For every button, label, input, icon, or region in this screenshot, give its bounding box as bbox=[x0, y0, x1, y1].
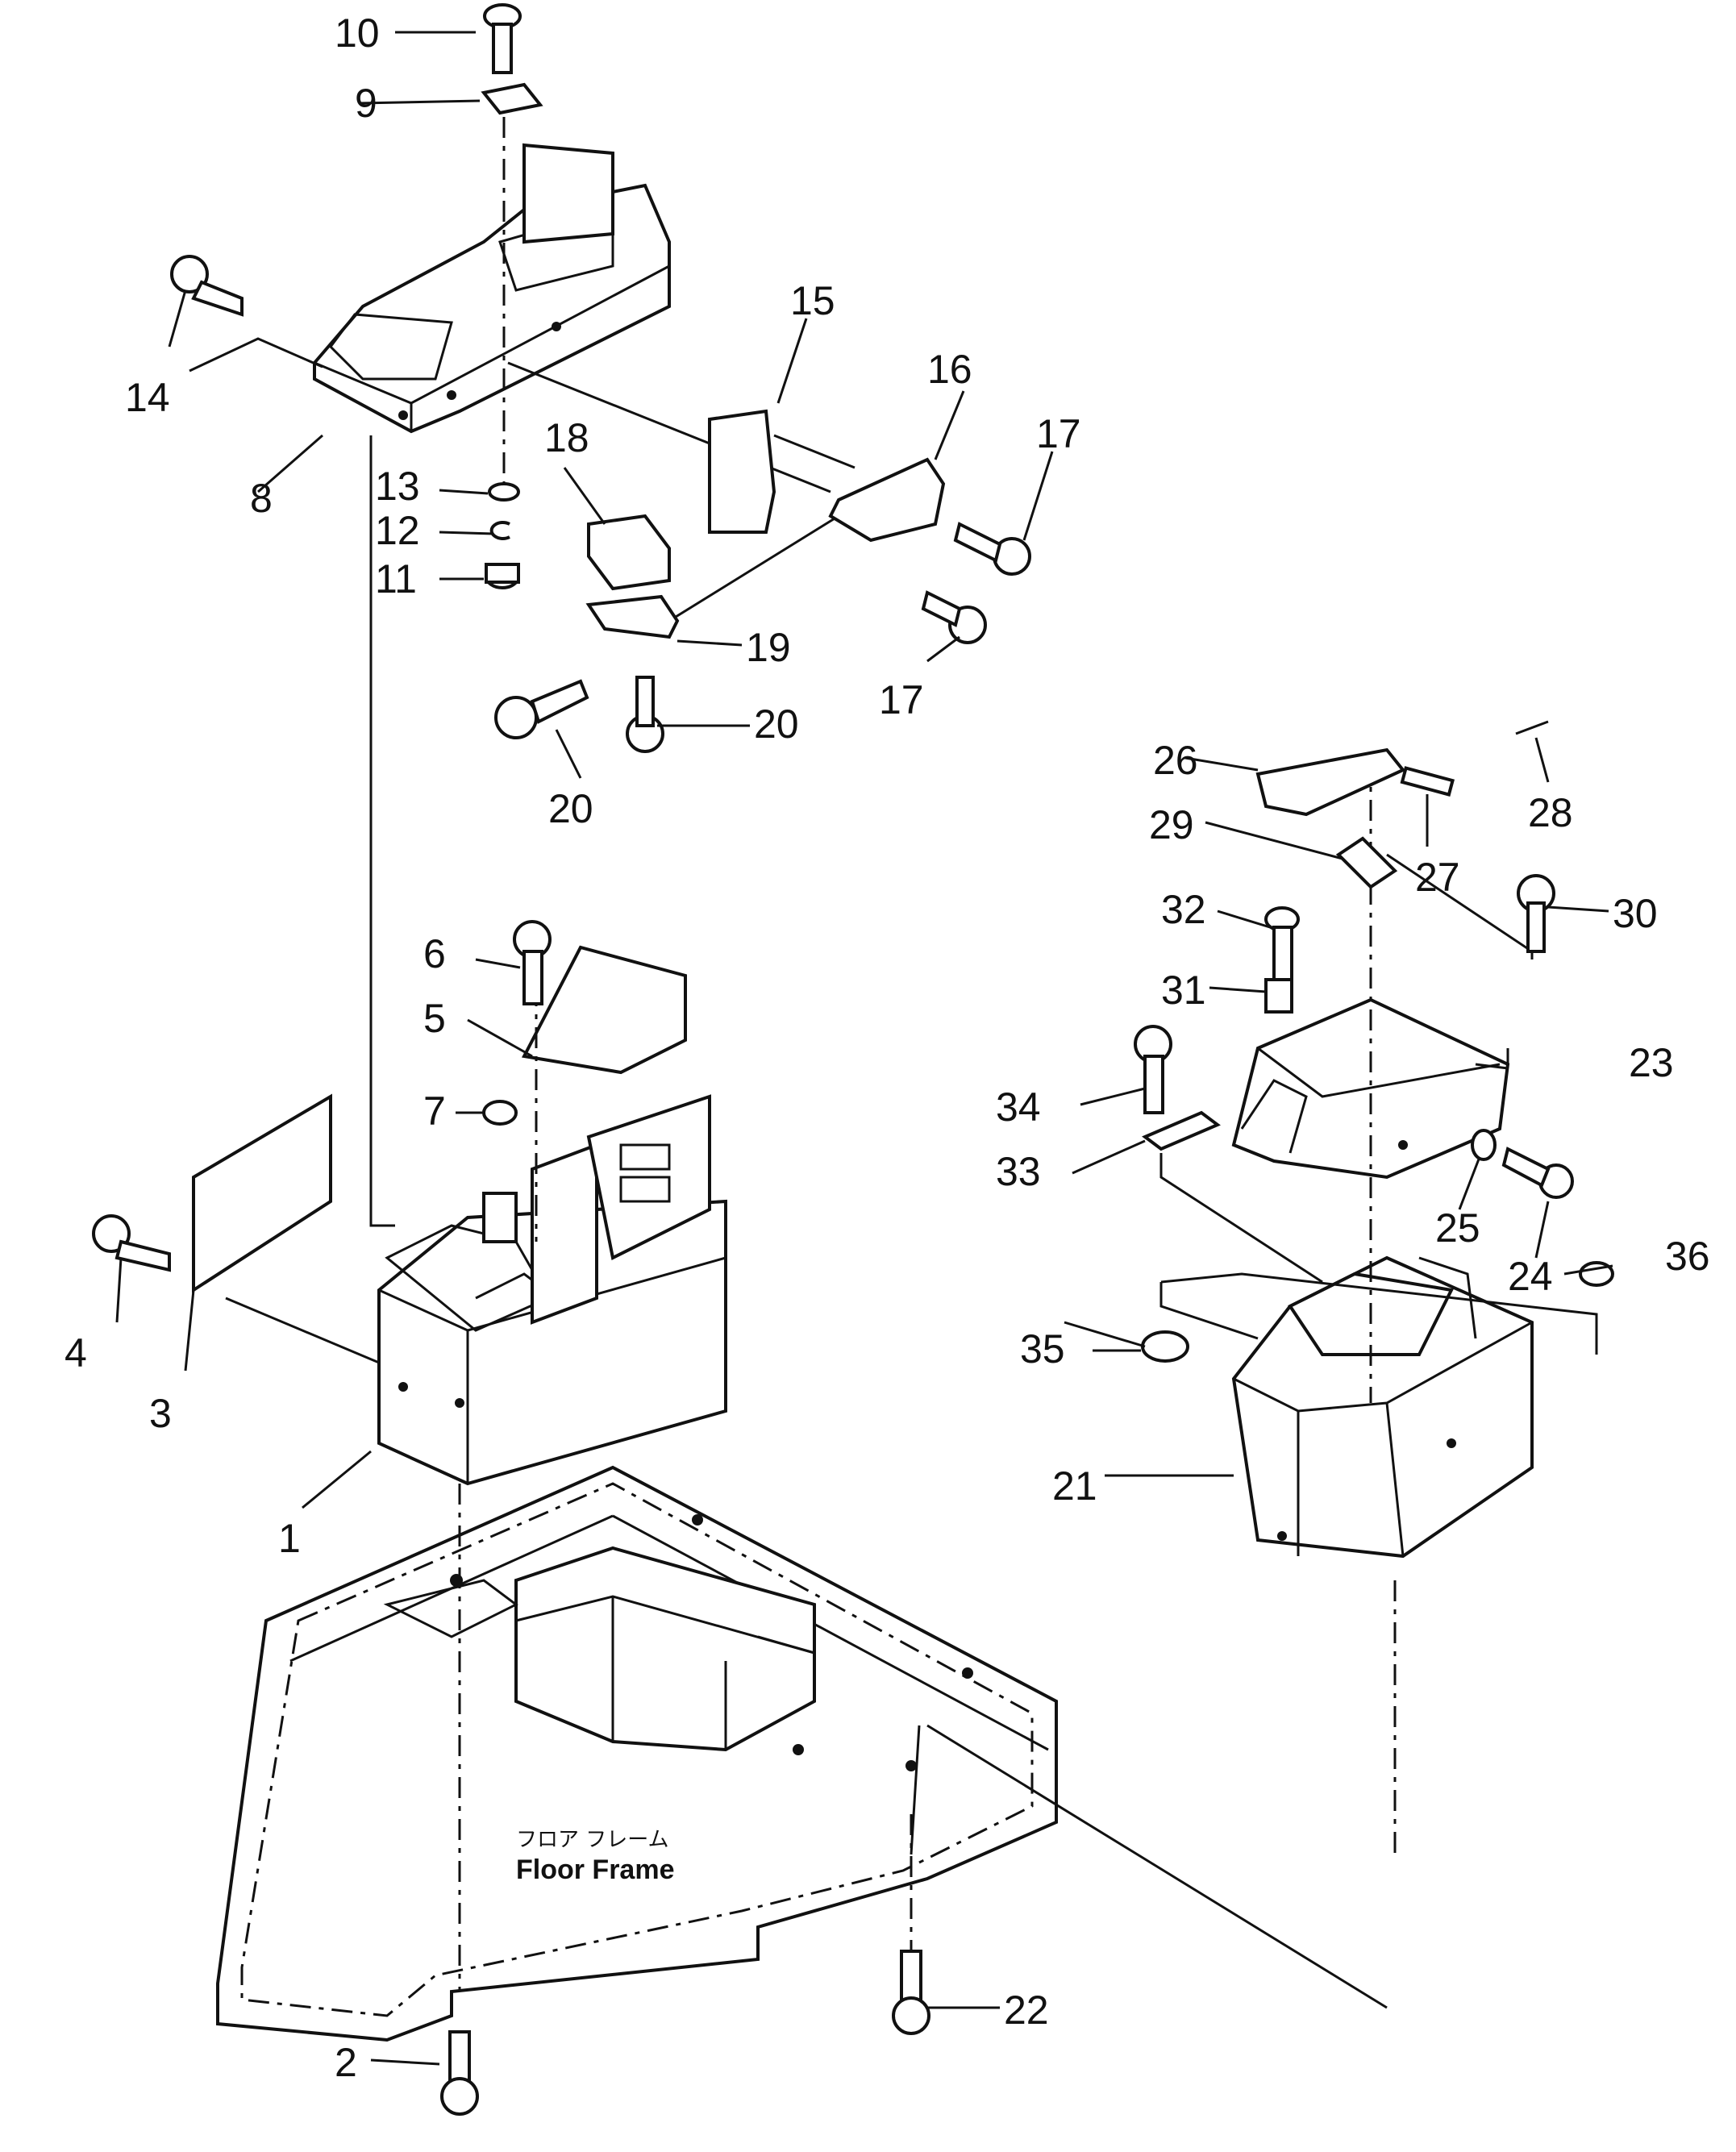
part-29-bracket bbox=[1335, 836, 1398, 889]
part-28-cotter-pin bbox=[1515, 720, 1549, 735]
part-4-bolt bbox=[92, 1214, 171, 1272]
part-17-bolt-lower bbox=[921, 590, 987, 644]
callout-29: 29 bbox=[1149, 802, 1194, 847]
callout-28: 28 bbox=[1528, 790, 1573, 835]
callout-4: 4 bbox=[65, 1330, 87, 1376]
part-30-bolt bbox=[1517, 874, 1555, 953]
callout-32: 32 bbox=[1161, 887, 1206, 932]
left-console-box bbox=[377, 1094, 727, 1486]
floor-frame-label-en: Floor Frame bbox=[516, 1854, 674, 1885]
callout-17-lower: 17 bbox=[879, 677, 924, 722]
part-25-washer bbox=[1471, 1129, 1497, 1161]
part-24-bolt bbox=[1501, 1147, 1574, 1199]
callout-36: 36 bbox=[1665, 1234, 1710, 1279]
callout-7: 7 bbox=[423, 1088, 446, 1134]
part-14-bolt bbox=[170, 255, 244, 317]
callout-1: 1 bbox=[278, 1516, 301, 1561]
callout-18: 18 bbox=[544, 415, 589, 460]
callout-leaders bbox=[115, 31, 1613, 2066]
callout-33: 33 bbox=[996, 1149, 1041, 1194]
callout-30: 30 bbox=[1613, 891, 1658, 936]
callout-20-left: 20 bbox=[548, 786, 593, 831]
floor-frame: フロア フレーム Floor Frame bbox=[216, 1465, 1058, 2042]
callout-26: 26 bbox=[1153, 738, 1198, 783]
callout-6: 6 bbox=[423, 931, 446, 976]
part-22-bolt bbox=[892, 1950, 930, 2035]
part-16-bracket bbox=[828, 457, 946, 543]
part-34-bolt bbox=[1134, 1025, 1172, 1114]
callout-3: 3 bbox=[149, 1391, 172, 1436]
callout-25: 25 bbox=[1435, 1205, 1480, 1251]
callout-13: 13 bbox=[375, 464, 420, 509]
callout-5: 5 bbox=[423, 996, 446, 1041]
part-32-stud bbox=[1264, 906, 1300, 993]
callout-20-vertical: 20 bbox=[754, 701, 799, 747]
right-console-top-cover bbox=[1231, 997, 1510, 1180]
part-33-plate bbox=[1142, 1110, 1221, 1151]
callout-24: 24 bbox=[1508, 1254, 1553, 1299]
callout-34: 34 bbox=[996, 1084, 1041, 1130]
callout-17-upper: 17 bbox=[1036, 411, 1081, 456]
callout-9: 9 bbox=[355, 81, 377, 126]
part-18-block bbox=[587, 514, 671, 591]
callout-15: 15 bbox=[790, 278, 835, 323]
part-9-plate bbox=[481, 82, 543, 115]
callout-labels: 10 9 14 8 13 12 11 15 16 17 17 18 19 20 … bbox=[65, 10, 1710, 2085]
callout-35: 35 bbox=[1020, 1326, 1065, 1372]
callout-21: 21 bbox=[1052, 1463, 1097, 1509]
callout-19: 19 bbox=[746, 625, 791, 670]
callout-12: 12 bbox=[375, 508, 420, 553]
part-6-bolt bbox=[513, 920, 552, 1005]
top-cover-plate bbox=[521, 945, 687, 1075]
part-13-washer bbox=[488, 482, 520, 502]
floor-frame-label-jp: フロア フレーム bbox=[516, 1828, 669, 1852]
callout-22: 22 bbox=[1004, 1988, 1049, 2033]
callout-27: 27 bbox=[1415, 855, 1460, 900]
part-31-spacer bbox=[1264, 978, 1293, 1014]
callout-11: 11 bbox=[375, 556, 417, 601]
callout-16: 16 bbox=[927, 347, 972, 392]
part-12-spring-washer bbox=[489, 521, 510, 540]
callout-2: 2 bbox=[335, 2040, 357, 2085]
callout-31: 31 bbox=[1161, 968, 1206, 1013]
side-plate bbox=[192, 1093, 332, 1293]
part-20-bolt-left bbox=[494, 679, 589, 739]
part-17-bolt-upper bbox=[953, 522, 1031, 576]
part-15-bracket bbox=[708, 409, 776, 534]
part-7-cap bbox=[482, 1100, 518, 1126]
callout-23: 23 bbox=[1629, 1040, 1674, 1085]
callout-10: 10 bbox=[335, 10, 380, 56]
part-19-bracket bbox=[585, 594, 680, 639]
top-console-cover bbox=[313, 143, 671, 434]
part-26-plate bbox=[1255, 747, 1406, 817]
part-11-nut bbox=[485, 563, 520, 589]
part-2-bolt bbox=[440, 2030, 479, 2116]
part-27-pin bbox=[1400, 766, 1455, 797]
part-10-screw bbox=[483, 3, 522, 74]
callout-8: 8 bbox=[250, 476, 273, 521]
part-35-grommet bbox=[1141, 1330, 1189, 1363]
part-20-bolt-vertical bbox=[626, 676, 664, 753]
callout-14: 14 bbox=[125, 375, 170, 420]
